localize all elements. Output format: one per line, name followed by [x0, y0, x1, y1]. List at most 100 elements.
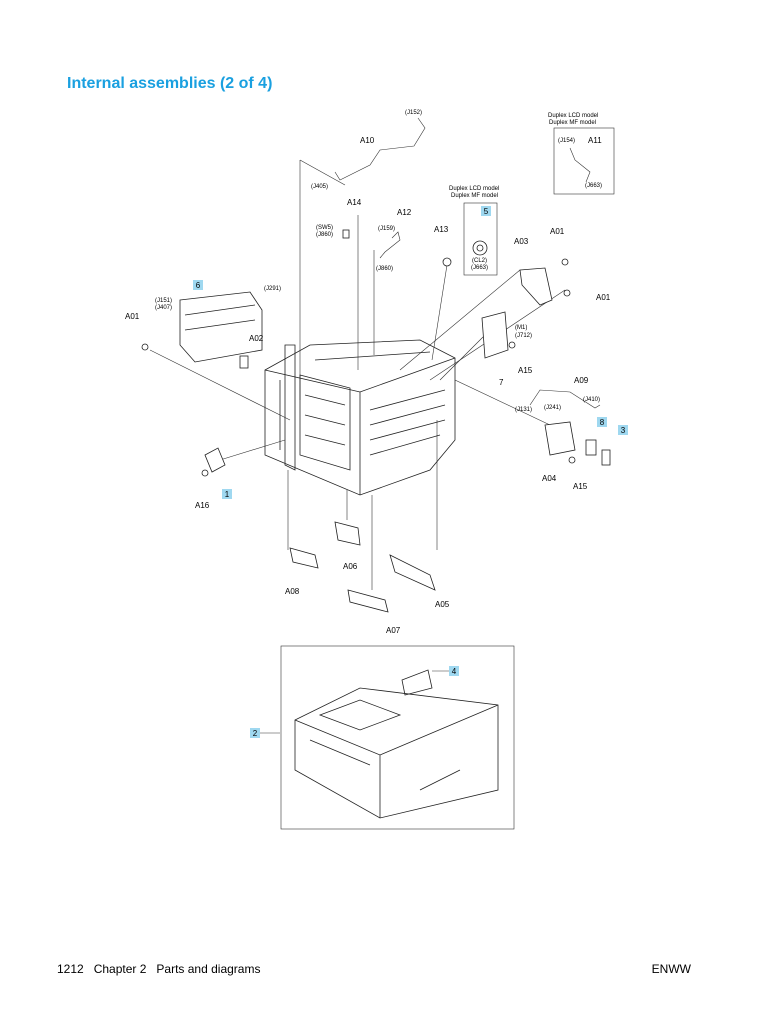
leader-line — [399, 269, 521, 371]
screw-a01-left — [141, 343, 149, 351]
callout-8: 8 — [600, 418, 605, 427]
leader-line — [431, 264, 448, 361]
part-a04 — [544, 421, 576, 456]
page-title: Internal assemblies (2 of 4) — [67, 75, 273, 92]
part-a05 — [389, 554, 436, 591]
label-a16: A16 — [195, 501, 210, 510]
tray-inset-box — [280, 645, 515, 830]
motor-7 — [481, 311, 509, 359]
label-a12: A12 — [397, 208, 412, 217]
label-a03: A03 — [514, 237, 529, 246]
fuser-assembly — [179, 291, 263, 363]
label-j663a: (J663) — [585, 183, 602, 189]
screw-a15-b — [568, 456, 576, 464]
section-label: Parts and diagrams — [156, 962, 261, 976]
label-a08: A08 — [285, 587, 300, 596]
callout-5: 5 — [484, 207, 489, 216]
switch-a14 — [342, 229, 350, 239]
leader-line — [219, 439, 286, 461]
label-a09: A09 — [574, 376, 589, 385]
cable-a12 — [379, 231, 401, 259]
label-a06: A06 — [343, 562, 358, 571]
callout-6-box — [193, 280, 203, 290]
label-j860b: (J860) — [376, 266, 393, 272]
label-j131: (J131) — [515, 407, 532, 413]
label-a05: A05 — [435, 600, 450, 609]
part-a07 — [347, 589, 389, 613]
part-a08 — [289, 547, 319, 569]
label-duplex-mf-1: Duplex MF model — [549, 120, 596, 126]
label-j712: (J712) — [515, 333, 532, 339]
label-j663b: (J663) — [471, 265, 488, 271]
part-a02 — [239, 355, 249, 369]
label-j405: (J405) — [311, 184, 328, 190]
printer-chassis — [264, 339, 456, 496]
screw-a15-a — [508, 341, 516, 349]
label-duplex-mf-2: Duplex MF model — [451, 193, 498, 199]
leader-line — [299, 159, 346, 186]
leader-line — [149, 349, 291, 421]
label-j241: (J241) — [544, 405, 561, 411]
callout-8-box — [597, 417, 607, 427]
part-a03 — [519, 267, 553, 306]
callout-3-box — [618, 425, 628, 435]
screw-a01-top — [561, 258, 569, 266]
callout-1-box — [222, 489, 232, 499]
label-a07: A07 — [386, 626, 401, 635]
label-a11: A11 — [588, 136, 602, 145]
screw-a16 — [201, 469, 209, 477]
duplex-model-box-a11 — [553, 127, 615, 195]
label-a01-right: A01 — [596, 293, 611, 302]
footer-brand: ENWW — [651, 962, 691, 976]
label-j291: (J291) — [264, 286, 281, 292]
label-7: 7 — [499, 378, 504, 387]
callout-6: 6 — [196, 281, 201, 290]
callout-1: 1 — [225, 490, 230, 499]
cable-a11 — [569, 147, 591, 183]
part-8 — [585, 439, 597, 456]
leader-line — [439, 334, 486, 381]
label-duplex-lcd-1: Duplex LCD model — [548, 113, 598, 119]
callout-2-box — [250, 728, 260, 738]
label-a15-b: A15 — [573, 482, 588, 491]
page-footer: 1212 Chapter 2 Parts and diagrams — [57, 962, 270, 976]
label-a01-top: A01 — [550, 227, 565, 236]
part-a06 — [334, 521, 361, 546]
label-j159: (J159) — [378, 226, 395, 232]
label-j410: (J410) — [583, 397, 600, 403]
label-a04: A04 — [542, 474, 557, 483]
label-a02: A02 — [249, 334, 264, 343]
callout-2: 2 — [253, 729, 258, 738]
cable-a10 — [334, 117, 426, 181]
label-sw5: (SW5) — [316, 225, 333, 231]
page-number: 1212 — [57, 962, 84, 976]
callout-3: 3 — [621, 426, 626, 435]
label-j860a: (J860) — [316, 232, 333, 238]
chapter-label: Chapter 2 — [93, 962, 147, 976]
label-a15-a: A15 — [518, 366, 533, 375]
screw-a13 — [442, 257, 452, 267]
duplex-model-box-5 — [463, 202, 498, 276]
cable-a09 — [529, 389, 601, 409]
part-3 — [601, 449, 611, 466]
callout-5-box — [481, 206, 491, 216]
callout-4: 4 — [452, 667, 457, 676]
part-1 — [204, 447, 226, 473]
label-m1: (M1) — [515, 325, 527, 331]
label-a14: A14 — [347, 198, 362, 207]
label-j151: (J151) — [155, 298, 172, 304]
label-j154: (J154) — [558, 138, 575, 144]
label-a10: A10 — [360, 136, 375, 145]
label-duplex-lcd-2: Duplex LCD model — [449, 186, 499, 192]
leader-line — [454, 379, 551, 426]
label-j152: (J152) — [405, 110, 422, 116]
gear-5-hub — [476, 244, 484, 252]
screw-a01-right — [563, 289, 571, 297]
label-j407: (J407) — [155, 305, 172, 311]
label-cl2: (CL2) — [472, 258, 487, 264]
label-a13: A13 — [434, 225, 449, 234]
label-a01-left: A01 — [125, 312, 140, 321]
callout-4-box — [449, 666, 459, 676]
paper-tray — [294, 669, 499, 819]
